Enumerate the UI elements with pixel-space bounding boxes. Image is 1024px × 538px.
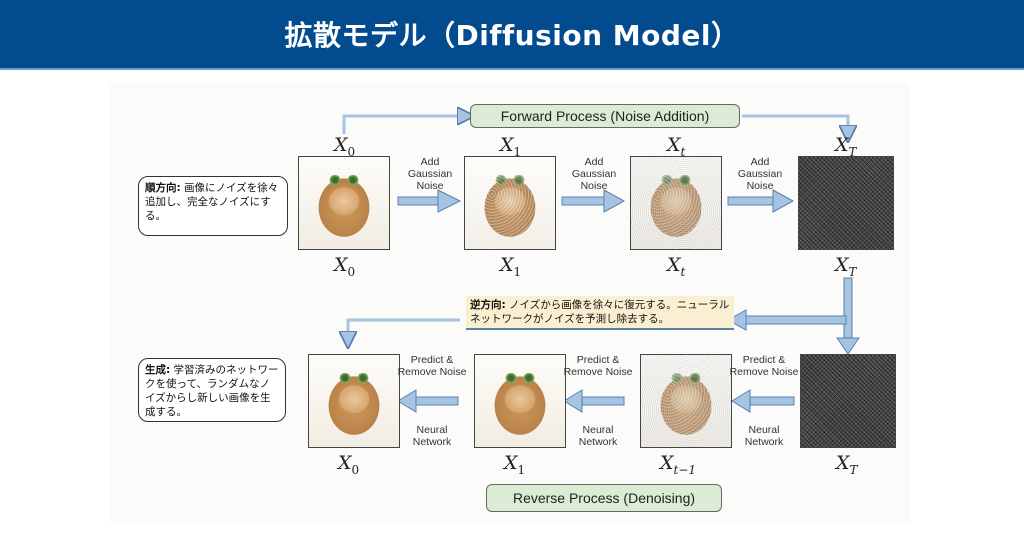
reverse-arrow-1 — [397, 389, 459, 413]
forward-image-x1 — [464, 156, 556, 250]
forward-top-label-T: XT — [835, 134, 857, 159]
forward-arrow-2 — [561, 189, 626, 213]
xt-down-arrow — [836, 277, 860, 355]
forward-top-label-t: Xt — [667, 134, 686, 159]
reverse-image-x1 — [474, 354, 566, 448]
forward-top-label-1: X1 — [500, 134, 522, 159]
reverse-image-xt-1 — [640, 354, 732, 448]
reverse-process-box: Reverse Process (Denoising) — [486, 484, 722, 512]
reverse-left-arrow — [726, 309, 847, 331]
arrows-layer — [110, 82, 860, 413]
reverse-step-top-1: Predict &Remove Noise — [397, 354, 467, 378]
title-bar: 拡散モデル（Diffusion Model） — [0, 0, 1024, 70]
reverse-label-T: XT — [836, 452, 858, 477]
forward-bottom-label-1: X1 — [500, 254, 522, 279]
reverse-arrow-2 — [563, 389, 625, 413]
reverse-step-top-3: Predict &Remove Noise — [729, 354, 799, 378]
forward-process-box: Forward Process (Noise Addition) — [470, 104, 740, 128]
reverse-to-x0-arrow — [348, 318, 460, 340]
forward-bottom-label-0: X0 — [334, 254, 356, 279]
diagram-canvas: Forward Process (Noise Addition) X0 X1 X… — [110, 82, 910, 522]
forward-image-x0 — [298, 156, 390, 250]
reverse-arrow-3 — [731, 389, 795, 413]
forward-arrow-3 — [727, 189, 795, 213]
reverse-label-0: X0 — [338, 452, 360, 477]
top-loop-arrow-left — [342, 116, 466, 134]
generation-note: 生成: 学習済みのネットワークを使って、ランダムなノイズからし新しい画像を生成す… — [138, 358, 286, 422]
forward-image-xt — [630, 156, 722, 250]
forward-bottom-label-t: Xt — [667, 254, 686, 279]
top-loop-arrow-right — [742, 114, 848, 134]
page-title: 拡散モデル（Diffusion Model） — [284, 19, 740, 52]
reverse-label-1: X1 — [504, 452, 526, 477]
forward-image-xT — [798, 156, 894, 250]
reverse-image-x0 — [308, 354, 400, 448]
forward-top-label-0: X0 — [334, 134, 356, 159]
forward-arrow-1 — [397, 189, 462, 213]
reverse-label-t-1: Xt−1 — [660, 452, 697, 477]
reverse-note: 逆方向: ノイズから画像を徐々に復元する。ニューラルネットワークがノイズを予測し… — [466, 296, 734, 330]
forward-note: 順方向: 画像にノイズを徐々追加し、完全なノイズにする。 — [138, 176, 288, 236]
forward-bottom-label-T: XT — [835, 254, 857, 279]
reverse-image-xT — [800, 354, 896, 448]
reverse-step-top-2: Predict &Remove Noise — [563, 354, 633, 378]
